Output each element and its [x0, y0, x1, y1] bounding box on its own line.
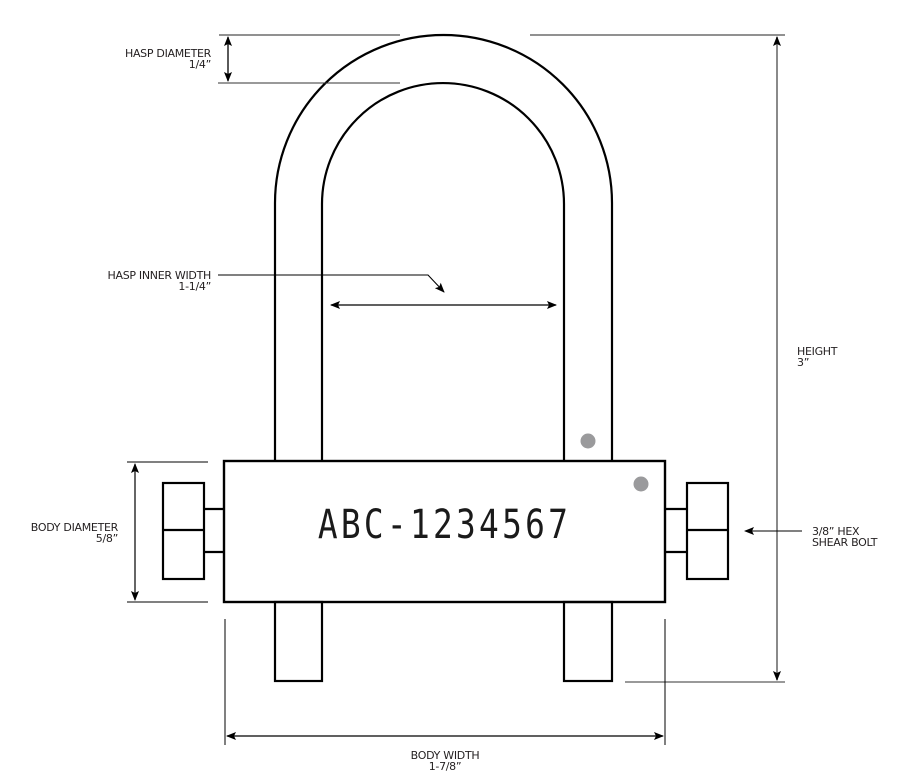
hasp-shackle [273, 33, 614, 683]
body-diameter-title: BODY DIAMETER [30, 521, 119, 534]
body-marker-dot [633, 476, 649, 492]
body-diameter-value: 5/8” [95, 532, 119, 545]
height-value: 3” [797, 356, 810, 369]
hasp-marker-dot [580, 433, 596, 449]
height-label: HEIGHT 3” [797, 346, 837, 368]
hex-shear-bolt-title: 3/8” HEX [812, 525, 860, 538]
hasp-inner-width-value: 1-1/4” [178, 280, 211, 293]
body-width-label: BODY WIDTH 1-7/8” [395, 750, 495, 772]
height-dimension [530, 34, 785, 683]
hasp-diameter-dimension [218, 34, 400, 84]
hasp-inner-width-dimension [218, 274, 557, 309]
hasp-diameter-title: HASP DIAMETER [124, 47, 211, 60]
hex-bolt-left [161, 481, 224, 581]
hex-shear-bolt-value: SHEAR BOLT [812, 536, 878, 549]
body-engraving: ABC-1234567 [317, 502, 572, 548]
body-diameter-label: BODY DIAMETER 5/8” [30, 521, 119, 545]
hasp-leg-right [562, 600, 614, 683]
height-title: HEIGHT [797, 345, 838, 358]
body-diameter-dimension [127, 461, 208, 603]
hasp-leg-left [273, 600, 324, 683]
hasp-inner-outline [320, 81, 566, 461]
hasp-diameter-value: 1/4” [188, 58, 212, 71]
hasp-inner-width-label: HASP INNER WIDTH 1-1/4” [107, 269, 212, 293]
body-width-value: 1-7/8” [428, 760, 462, 773]
lock-body [222, 459, 667, 604]
body-width-dimension [224, 619, 666, 745]
body-width-title: BODY WIDTH [410, 749, 480, 762]
hasp-outer-outline [273, 33, 614, 461]
hasp-inner-width-title: HASP INNER WIDTH [107, 269, 212, 282]
hex-bolt-right [665, 481, 730, 581]
hasp-diameter-label: HASP DIAMETER 1/4” [125, 48, 211, 70]
hex-shear-bolt-label: 3/8” HEX SHEAR BOLT [812, 525, 878, 549]
